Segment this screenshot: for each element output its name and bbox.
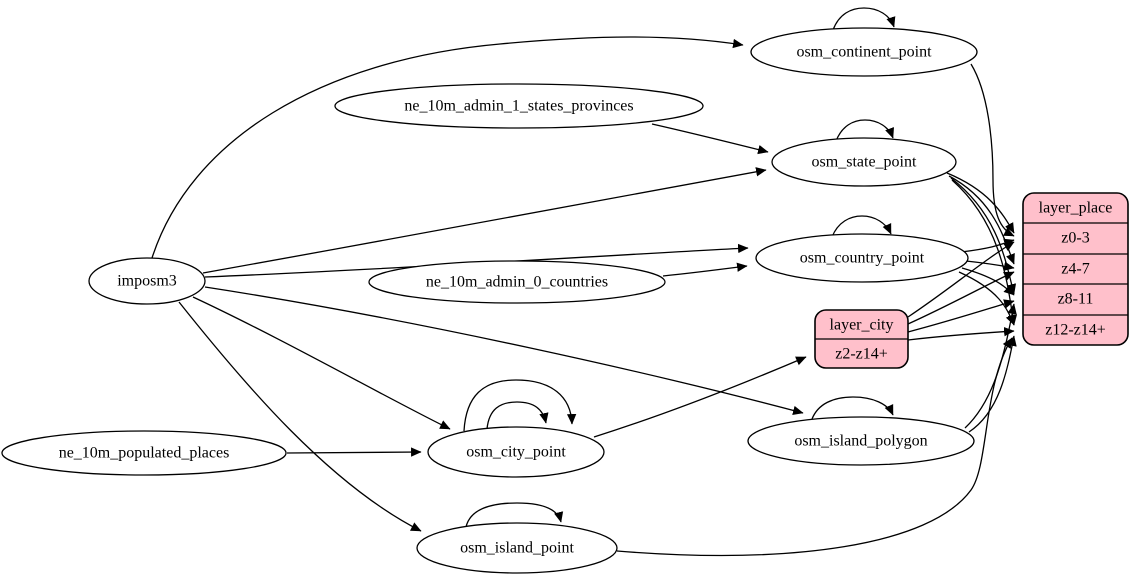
node-ne_10m_admin_0_countries: ne_10m_admin_0_countries	[368, 260, 666, 304]
osm_country_point-label: osm_country_point	[800, 250, 925, 267]
node-osm_country_point: osm_country_point	[755, 233, 969, 283]
selfloop-osm_state_point	[835, 119, 894, 142]
edge-osm_country_point-layer_place-z0-3	[960, 238, 1015, 253]
osm_island_polygon-label: osm_island_polygon	[794, 433, 927, 450]
edge-layer_city-layer_place-z12-z14	[907, 326, 1015, 341]
edge-osm_city_point-layer_city	[593, 356, 807, 438]
osm_continent_point-ellipse	[750, 27, 978, 77]
ne_10m_admin_0_countries-label: ne_10m_admin_0_countries	[426, 274, 608, 291]
node-ne_10m_populated_places: ne_10m_populated_places	[1, 430, 287, 476]
edge-osm_state_point-layer_place-z4-7	[948, 175, 1015, 265]
edges-group	[151, 7, 1018, 557]
osm_continent_point-label: osm_continent_point	[796, 44, 932, 61]
ne_10m_admin_1_states_provinces-label: ne_10m_admin_1_states_provinces	[404, 98, 633, 115]
node-osm_continent_point: osm_continent_point	[750, 27, 978, 77]
ne_10m_populated_places-label: ne_10m_populated_places	[59, 445, 230, 462]
edge-imposm3-osm_state_point	[202, 167, 767, 274]
osm_city_point-ellipse	[427, 426, 605, 478]
selfloop-osm_city_point-outer	[463, 379, 577, 432]
node-osm_city_point: osm_city_point	[427, 426, 605, 478]
edge-ne_10m_admin_0_countries-osm_country_point	[662, 262, 748, 277]
edge-osm_state_point-layer_place-z8-11	[950, 177, 1017, 295]
node-osm_state_point: osm_state_point	[771, 137, 957, 187]
node-layer_city: layer_city z2-z14+	[814, 309, 909, 369]
node-osm_island_polygon: osm_island_polygon	[747, 416, 975, 466]
edge-layer_city-layer_place-z0-3	[907, 241, 1015, 318]
selfloop-osm_continent_point	[832, 7, 896, 31]
node-ne_10m_admin_1_states_provinces: ne_10m_admin_1_states_provinces	[334, 83, 704, 129]
osm_state_point-ellipse	[771, 137, 957, 187]
layer_city-title: layer_city	[830, 317, 894, 334]
node-imposm3: imposm3	[88, 257, 206, 305]
layer_place-row-z8-11: z8-11	[1058, 291, 1094, 308]
layer_place-row-z12-z14: z12-z14+	[1045, 322, 1106, 339]
edge-imposm3-osm_continent_point	[151, 36, 744, 259]
layer_place-row-z4-7: z4-7	[1061, 261, 1089, 278]
layer_place-row-z0-3: z0-3	[1061, 230, 1089, 247]
ne_10m_admin_1_states_provinces-ellipse	[334, 83, 704, 129]
osm_country_point-ellipse	[755, 233, 969, 283]
node-osm_island_point: osm_island_point	[416, 522, 618, 574]
selfloop-osm_island_polygon	[811, 396, 894, 420]
layer_place-box	[1022, 192, 1129, 346]
selfloop-osm_country_point	[831, 215, 892, 238]
layer_city-row-z2-z14: z2-z14+	[835, 346, 888, 363]
imposm3-label: imposm3	[117, 273, 177, 290]
osm_city_point-label: osm_city_point	[466, 444, 566, 461]
edge-osm_country_point-layer_place-z8-11	[961, 267, 1015, 296]
edge-imposm3-osm_island_polygon	[204, 286, 804, 415]
edge-osm_island_point-layer_place-z12-z14	[616, 337, 1013, 557]
edge-osm_country_point-layer_place-z4-7	[965, 260, 1015, 271]
edge-osm_state_point-layer_place-z0-3	[946, 172, 1015, 234]
osm_island_point-ellipse	[416, 522, 618, 574]
ne_10m_populated_places-ellipse	[1, 430, 287, 476]
node-layer_place: layer_place z0-3 z4-7 z8-11 z12-z14+	[1022, 192, 1129, 346]
imposm3-ellipse	[88, 257, 206, 305]
edge-imposm3-osm_city_point	[192, 296, 451, 430]
edge-layer_city-layer_place-z8-11	[907, 299, 1015, 333]
osm_island_point-label: osm_island_point	[460, 540, 574, 557]
edge-imposm3-osm_island_point	[178, 301, 422, 532]
edge-osm_island_polygon-layer_place-z12-z14	[968, 335, 1017, 433]
edge-osm_country_point-layer_place-z12-z14	[958, 271, 1015, 326]
osm_island_polygon-ellipse	[747, 416, 975, 466]
selfloop-osm_island_point	[465, 502, 564, 528]
edge-osm_continent_point-layer_place-z0-3	[970, 63, 1015, 237]
ne_10m_admin_0_countries-ellipse	[368, 260, 666, 304]
layer_place-title: layer_place	[1039, 200, 1113, 217]
edge-ne_10m_admin_1_states_provinces-osm_state_point	[651, 123, 769, 155]
edge-layer_city-layer_place-z4-7	[907, 271, 1015, 325]
edge-ne_10m_populated_places-osm_city_point	[286, 447, 422, 457]
selfloop-osm_city_point-inner	[486, 401, 549, 430]
osm_state_point-label: osm_state_point	[812, 154, 917, 171]
